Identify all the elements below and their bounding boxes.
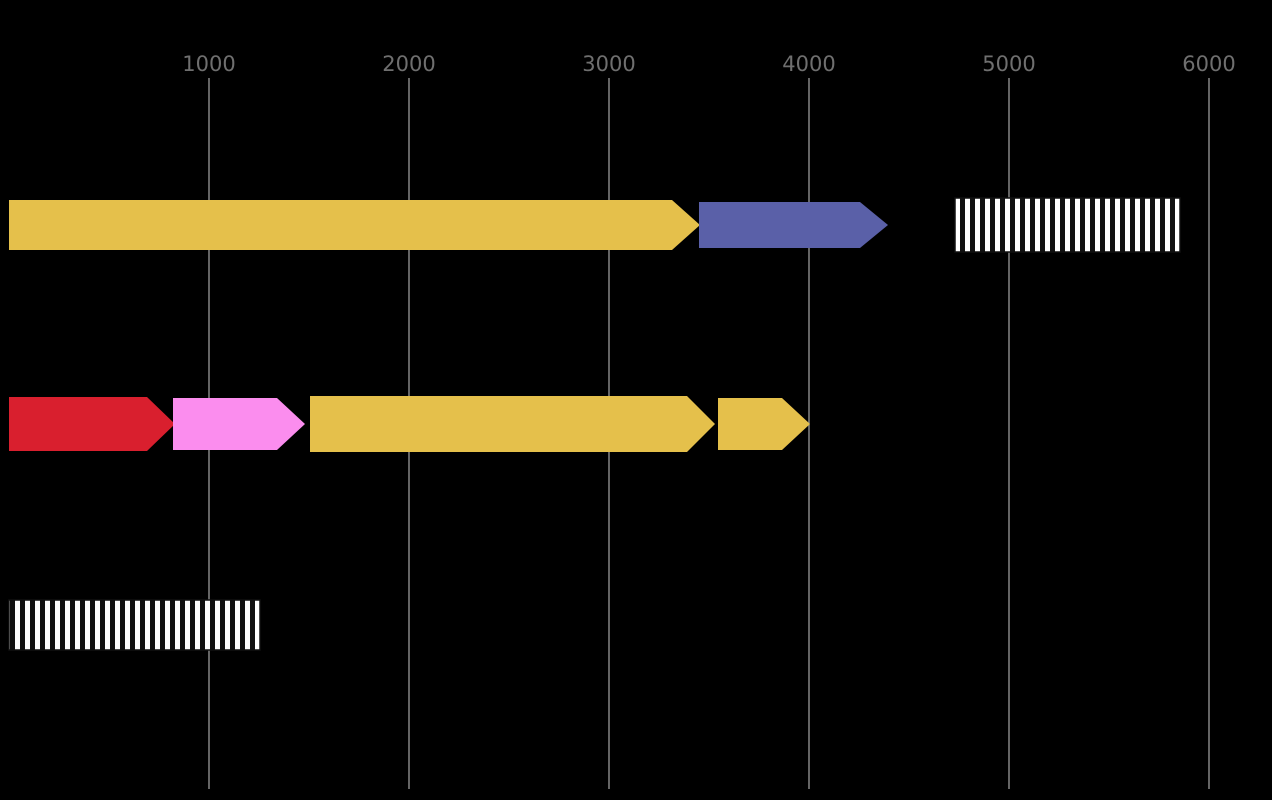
axis-tick-label: 4000: [782, 52, 835, 76]
axis-tick-label: 5000: [982, 52, 1035, 76]
feature-hatched-box: [8, 599, 261, 651]
axis-tick-label: 3000: [582, 52, 635, 76]
axis-tick-label: 1000: [182, 52, 235, 76]
feature-arrow: [310, 396, 715, 452]
features-layer: [8, 197, 1181, 651]
feature-arrow: [9, 200, 700, 250]
feature-arrow: [699, 202, 888, 248]
feature-arrow: [173, 398, 305, 450]
axis-labels-layer: 1000 2000 3000 4000 5000 6000: [182, 52, 1235, 76]
feature-hatched-box: [954, 197, 1181, 253]
axis-tick-label: 6000: [1182, 52, 1235, 76]
feature-arrow: [718, 398, 810, 450]
axis-tick-label: 2000: [382, 52, 435, 76]
feature-arrow: [9, 397, 175, 451]
